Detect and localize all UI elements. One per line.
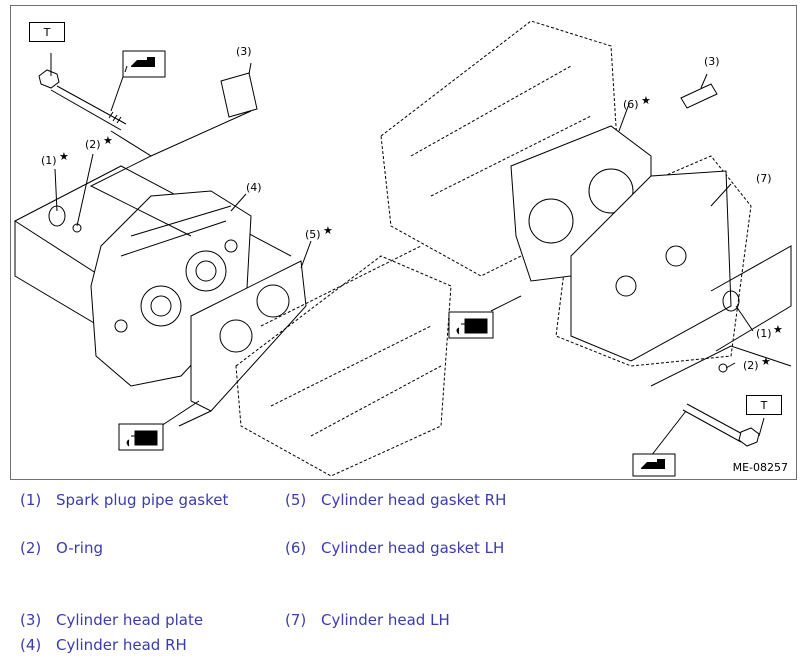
bolt-left bbox=[38, 69, 127, 131]
figure-id: ME-08257 bbox=[732, 461, 788, 474]
legend-text: O-ring bbox=[56, 539, 103, 557]
callout-2-right: (2) bbox=[743, 359, 759, 372]
legend-text: Cylinder head gasket LH bbox=[321, 539, 505, 557]
callout-3-left: (3) bbox=[236, 45, 252, 58]
exploded-diagram: T T (3) (3) (2) ★ (1) ★ (4) (5) ★ (6) ★ … bbox=[10, 5, 797, 480]
liquid-gasket-icon bbox=[118, 423, 164, 451]
torque-callout-right: T bbox=[746, 395, 782, 415]
legend-item-2: (2) O-ring bbox=[20, 539, 103, 557]
legend-text: Cylinder head LH bbox=[321, 611, 450, 629]
callout-2-left: (2) bbox=[85, 138, 101, 151]
oil-can-icon bbox=[122, 50, 166, 78]
head-plate-left bbox=[220, 72, 258, 118]
callout-1-left: (1) bbox=[41, 154, 57, 167]
legend-text: Spark plug pipe gasket bbox=[56, 491, 229, 509]
head-plate-right bbox=[680, 83, 718, 109]
diagram-drawing bbox=[14, 20, 792, 477]
legend-item-4: (4) Cylinder head RH bbox=[20, 636, 187, 654]
legend-number: (5) bbox=[285, 491, 307, 509]
legend-item-6: (6) Cylinder head gasket LH bbox=[285, 539, 504, 557]
star-icon: ★ bbox=[761, 355, 771, 368]
legend-text: Cylinder head plate bbox=[56, 611, 204, 629]
star-icon: ★ bbox=[773, 323, 783, 336]
callout-1-right: (1) bbox=[756, 327, 772, 340]
legend-item-7: (7) Cylinder head LH bbox=[285, 611, 450, 629]
bolt-right bbox=[682, 403, 760, 447]
legend-number: (4) bbox=[20, 636, 42, 654]
cylinder-head-gasket-rh-drawing bbox=[190, 260, 307, 412]
legend-number: (6) bbox=[285, 539, 307, 557]
legend-text: Cylinder head gasket RH bbox=[321, 491, 507, 509]
cylinder-head-lh-drawing bbox=[570, 170, 792, 373]
legend-item-5: (5) Cylinder head gasket RH bbox=[285, 491, 506, 509]
star-icon: ★ bbox=[103, 134, 113, 147]
legend-number: (2) bbox=[20, 539, 42, 557]
crankcase-drawing bbox=[235, 20, 752, 477]
callout-7: (7) bbox=[756, 172, 772, 185]
star-icon: ★ bbox=[323, 224, 333, 237]
torque-callout-left: T bbox=[29, 22, 65, 42]
star-icon: ★ bbox=[641, 94, 651, 107]
callout-3-right: (3) bbox=[704, 55, 720, 68]
legend-text: Cylinder head RH bbox=[56, 636, 187, 654]
callout-4: (4) bbox=[246, 181, 262, 194]
legend-number: (3) bbox=[20, 611, 42, 629]
legend-number: (1) bbox=[20, 491, 42, 509]
callout-6: (6) bbox=[623, 98, 639, 111]
liquid-gasket-icon bbox=[448, 311, 494, 339]
legend-item-3: (3) Cylinder head plate bbox=[20, 611, 203, 629]
legend-item-1: (1) Spark plug pipe gasket bbox=[20, 491, 228, 509]
callout-5: (5) bbox=[305, 228, 321, 241]
oil-can-icon bbox=[632, 453, 676, 477]
legend-number: (7) bbox=[285, 611, 307, 629]
star-icon: ★ bbox=[59, 150, 69, 163]
